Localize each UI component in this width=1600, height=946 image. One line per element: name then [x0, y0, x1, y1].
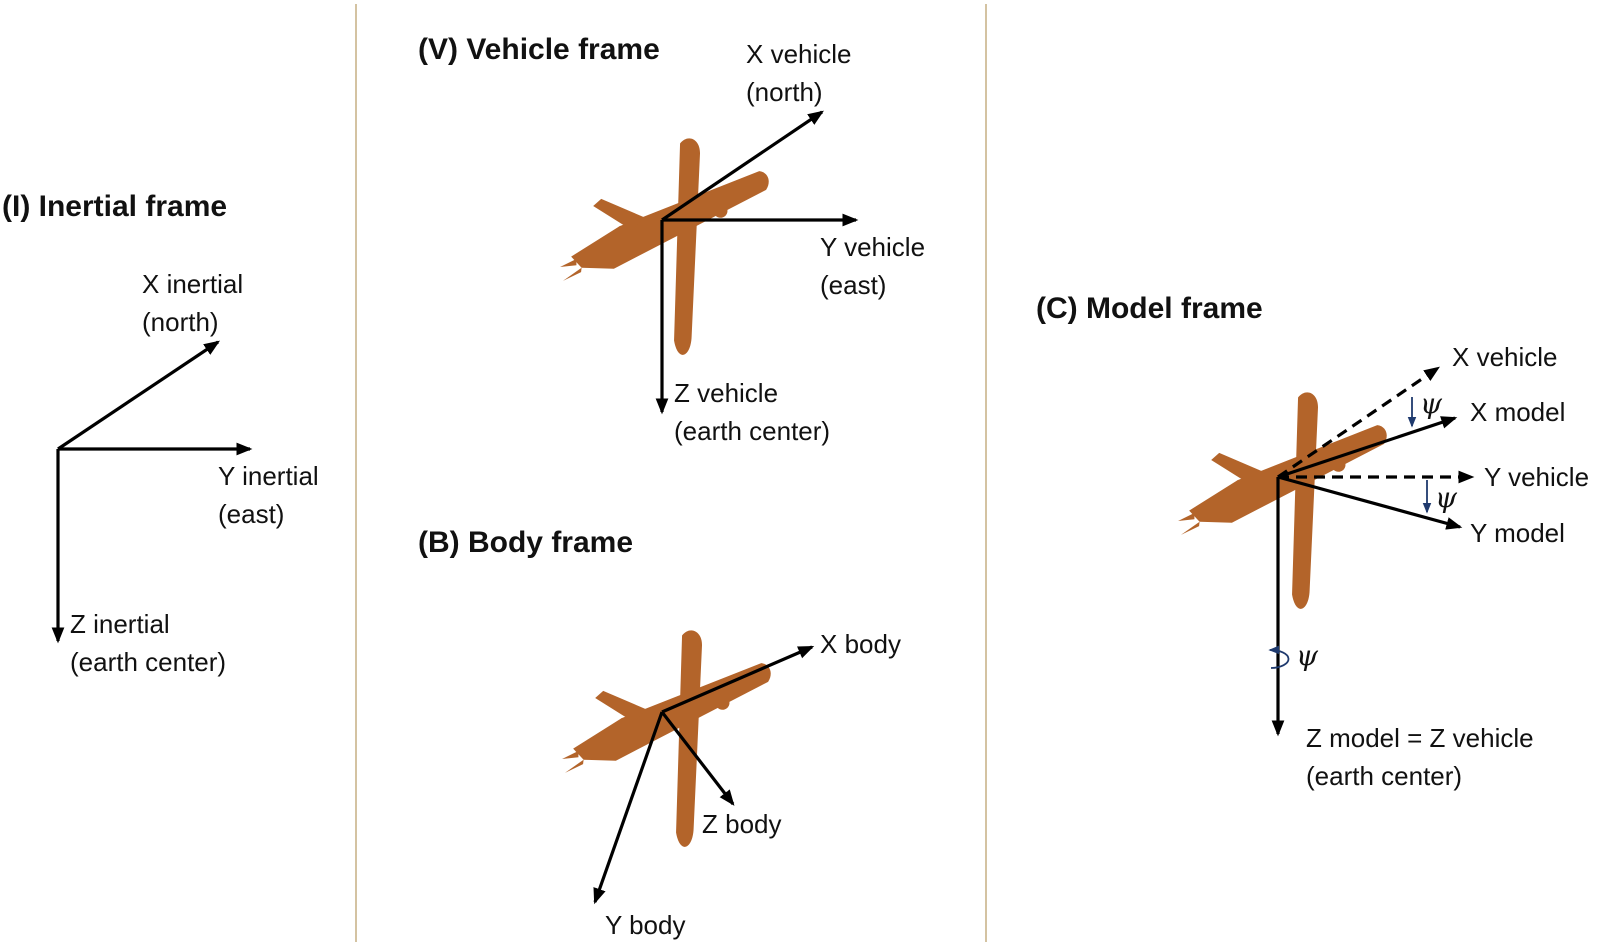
inertial-y-sublabel: (east) — [218, 499, 284, 529]
model-z-sublabel: (earth center) — [1306, 761, 1462, 791]
body-z-label: Z body — [702, 809, 782, 839]
panel-model: (C) Model frame ψ ψ ψ X vehicle X model … — [1036, 292, 1589, 791]
inertial-y-label: Y inertial — [218, 461, 319, 491]
body-x-arrow — [661, 645, 815, 714]
body-y-label: Y body — [605, 910, 685, 940]
model-y-model-label: Y model — [1470, 518, 1565, 548]
model-y-vehicle-label: Y vehicle — [1484, 462, 1589, 492]
vehicle-title: (V) Vehicle frame — [418, 33, 660, 66]
inertial-x-sublabel: (north) — [142, 307, 219, 337]
body-x-label: X body — [820, 629, 901, 659]
vehicle-x-label: X vehicle — [746, 39, 852, 69]
model-x-model-arrow — [1277, 416, 1458, 479]
psi-symbol-y: ψ — [1435, 481, 1458, 514]
model-x-model-label: X model — [1470, 397, 1565, 427]
body-z-arrow — [660, 711, 735, 806]
psi-rotation-arc — [1268, 645, 1290, 669]
vehicle-airplane-icon — [531, 117, 816, 385]
body-y-arrow — [593, 711, 664, 905]
vehicle-x-arrow — [661, 110, 824, 222]
panel-inertial: (I) Inertial frame X inertial (north) Y … — [2, 190, 319, 677]
psi-symbol-x: ψ — [1420, 387, 1443, 420]
vehicle-y-sublabel: (east) — [820, 270, 886, 300]
panel-vehicle: (V) Vehicle frame X vehicle (north) Y ve… — [418, 33, 925, 446]
model-x-vehicle-label: X vehicle — [1452, 342, 1558, 372]
vehicle-z-sublabel: (earth center) — [674, 416, 830, 446]
inertial-x-arrow — [57, 340, 220, 451]
model-x-vehicle-arrow — [1277, 366, 1440, 479]
inertial-z-label: Z inertial — [70, 609, 170, 639]
inertial-title: (I) Inertial frame — [2, 190, 227, 223]
body-title: (B) Body frame — [418, 526, 633, 559]
inertial-z-sublabel: (earth center) — [70, 647, 226, 677]
psi-symbol-z: ψ — [1296, 639, 1319, 672]
panel-body: (B) Body frame X body Z body Y body — [418, 526, 901, 940]
vehicle-z-label: Z vehicle — [674, 378, 778, 408]
model-title: (C) Model frame — [1036, 292, 1263, 325]
model-z-label: Z model = Z vehicle — [1306, 723, 1534, 753]
vehicle-y-label: Y vehicle — [820, 232, 925, 262]
model-airplane-icon — [1149, 371, 1434, 639]
inertial-x-label: X inertial — [142, 269, 243, 299]
vehicle-x-sublabel: (north) — [746, 77, 823, 107]
model-y-model-arrow — [1277, 475, 1463, 530]
